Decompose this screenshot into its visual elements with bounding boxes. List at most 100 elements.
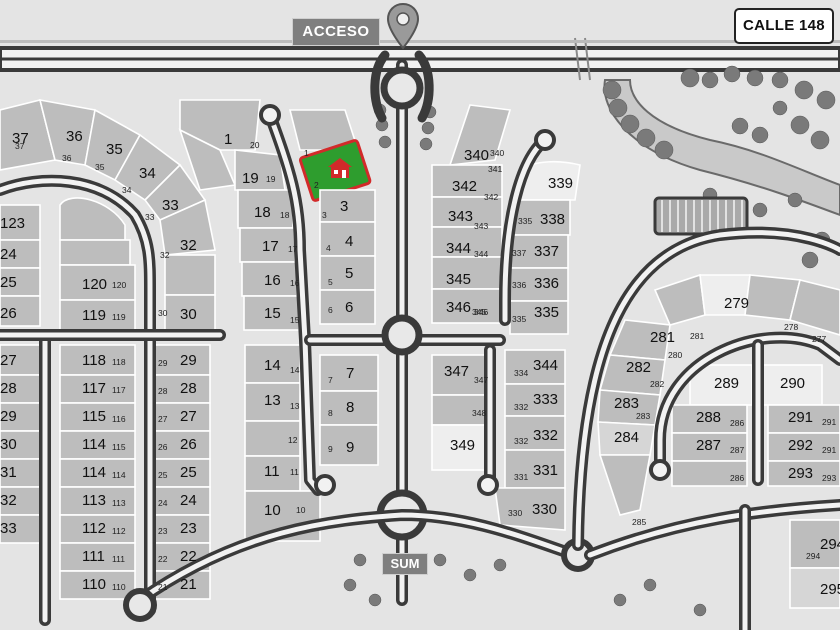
- lot-number: 347: [444, 363, 469, 380]
- lot-sub-number: 30: [158, 308, 168, 318]
- lot-sub-number: 348: [472, 408, 486, 418]
- lot-number: 18: [254, 204, 271, 221]
- lot-number: 28: [0, 380, 17, 397]
- lot-number: 345: [446, 271, 471, 288]
- lot-number: 3: [340, 198, 348, 215]
- lot-number: 16: [264, 272, 281, 289]
- lot-sub-number: 17: [288, 244, 298, 254]
- lot-sub-number: 33: [145, 212, 155, 222]
- lot-number: 115: [82, 408, 106, 425]
- lot-number: 113: [82, 492, 106, 509]
- sum-label: SUM: [382, 553, 428, 575]
- lot-number: 30: [0, 436, 17, 453]
- lot-sub-number: 337: [512, 248, 526, 258]
- lot-sub-number: 278: [784, 322, 798, 332]
- lot-sub-number: 344: [474, 249, 488, 259]
- lot-number: 22: [180, 548, 197, 565]
- lot-sub-number: 331: [514, 472, 528, 482]
- lot-number: 331: [533, 462, 558, 479]
- lot-number: 25: [0, 274, 17, 291]
- lot-number: 24: [0, 246, 17, 263]
- lot-number: 330: [532, 501, 557, 518]
- lot-sub-number: 36: [62, 153, 72, 163]
- lot-sub-number: 277: [812, 334, 826, 344]
- lot-number: 1: [224, 131, 232, 148]
- lot-sub-number: 6: [328, 305, 333, 315]
- lot-number: 279: [724, 295, 749, 312]
- lot-sub-number: 35: [95, 162, 105, 172]
- lot-sub-number: 118: [112, 357, 126, 367]
- lot-sub-number: 291: [822, 445, 836, 455]
- lot-sub-number: 117: [112, 385, 126, 395]
- lot-number: 32: [180, 237, 197, 254]
- lot-sub-number: 34: [122, 185, 132, 195]
- lot-sub-number: 11: [290, 467, 299, 477]
- lot-number: 24: [180, 492, 197, 509]
- lot-number: 23: [180, 520, 197, 537]
- lot-number: 114: [82, 464, 106, 481]
- lot-number: 118: [82, 352, 106, 369]
- lot-sub-number: 281: [690, 331, 704, 341]
- lot-number: 121: [0, 0, 25, 4]
- lot-sub-number: 112: [112, 526, 126, 536]
- lot-sub-number: 28: [158, 386, 168, 396]
- lot-number: 111: [82, 548, 105, 565]
- lot-number: 343: [448, 208, 473, 225]
- lot-number: 26: [0, 305, 17, 322]
- lot-number: 282: [626, 359, 651, 376]
- lot-sub-number: 13: [290, 401, 300, 411]
- lot-number: 281: [650, 329, 675, 346]
- lot-sub-number: 110: [112, 582, 126, 592]
- lot-sub-number: 111: [112, 554, 125, 564]
- lot-number: 289: [714, 375, 739, 392]
- lot-number: 336: [534, 275, 559, 292]
- lot-number: 123: [0, 215, 25, 232]
- lot-sub-number: 340: [490, 148, 504, 158]
- lot-sub-number: 335: [512, 314, 526, 324]
- lot-number: 25: [180, 464, 197, 481]
- lot-number: 8: [346, 399, 354, 416]
- lot-sub-number: 9: [328, 444, 333, 454]
- lot-number: 340: [464, 147, 489, 164]
- lot-sub-number: 18: [280, 210, 290, 220]
- lot-sub-number: 8: [328, 408, 333, 418]
- lot-sub-number: 286: [730, 418, 744, 428]
- lot-number: 33: [162, 197, 179, 214]
- lot-number: 292: [788, 437, 813, 454]
- lot-sub-number: 15: [290, 315, 300, 325]
- lot-sub-number: 286: [730, 473, 744, 483]
- lot-sub-number: 27: [158, 414, 168, 424]
- lot-number: 335: [534, 304, 559, 321]
- lot-number: 34: [139, 165, 156, 182]
- lot-sub-number: 332: [514, 402, 528, 412]
- lot-number: 283: [614, 395, 639, 412]
- lot-number: 15: [264, 305, 281, 322]
- lot-sub-number: 25: [158, 470, 168, 480]
- lot-number: 10: [264, 502, 281, 519]
- block-right: [597, 273, 840, 609]
- lot-number: 27: [180, 408, 197, 425]
- lot-sub-number: 119: [112, 312, 126, 322]
- block-center: [288, 109, 379, 466]
- lot-number: 349: [450, 437, 475, 454]
- lot-sub-number: 285: [632, 517, 646, 527]
- lot-sub-number: 294: [806, 551, 820, 561]
- lot-sub-number: 115: [112, 442, 126, 452]
- lot-sub-number: 29: [158, 358, 168, 368]
- lot-number: 6: [345, 299, 353, 316]
- lot-number: 291: [788, 409, 813, 426]
- lot-number: 122: [0, 0, 25, 4]
- lot-sub-number: 16: [290, 278, 300, 288]
- lot-sub-number: 293: [822, 473, 836, 483]
- lot-sub-number: 346: [474, 307, 488, 317]
- lot-number: 295: [820, 581, 840, 598]
- lot-number: 120: [82, 276, 107, 293]
- lot-number: 344: [446, 240, 471, 257]
- lot-number: 293: [788, 465, 813, 482]
- lot-sub-number: 347: [474, 375, 488, 385]
- lot-sub-number: 113: [112, 498, 126, 508]
- lot-sub-number: 120: [112, 280, 126, 290]
- road-network: [0, 50, 840, 630]
- lot-number: 117: [82, 380, 106, 397]
